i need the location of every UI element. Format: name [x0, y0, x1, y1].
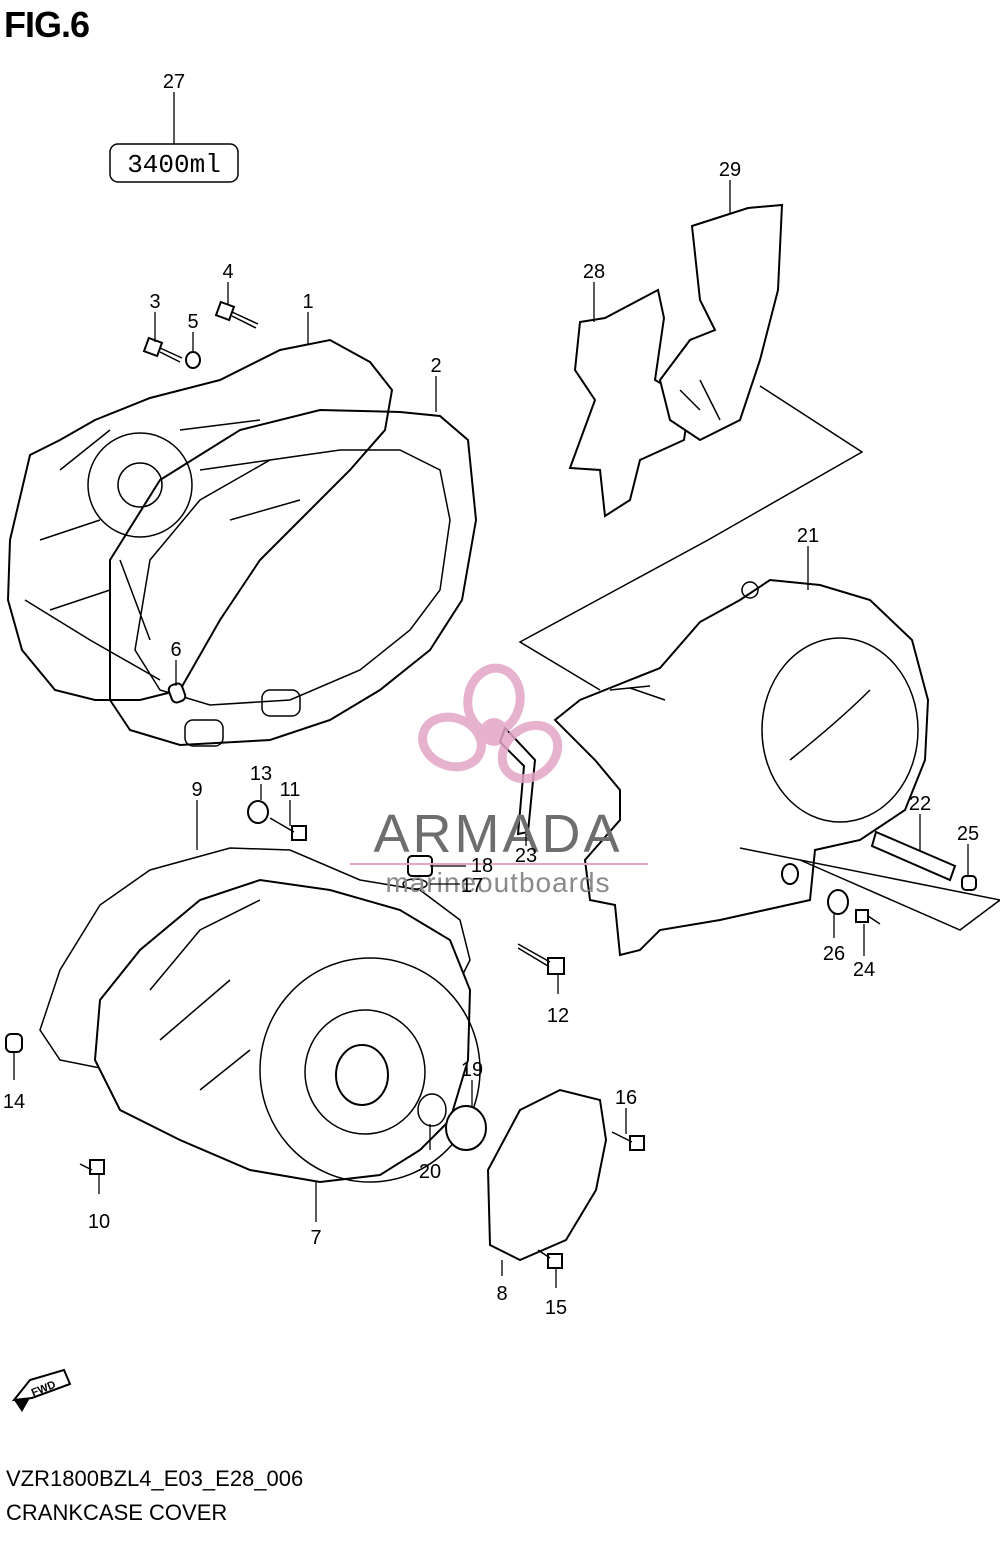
callout-14: 14: [3, 1091, 25, 1113]
model-code: VZR1800BZL4_E03_E28_006: [6, 1466, 304, 1491]
bolt-16: [611, 1131, 645, 1151]
diagram-caption: CRANKCASE COVER: [6, 1500, 228, 1525]
bolt-15: [537, 1249, 563, 1269]
callout-16: 16: [615, 1087, 637, 1109]
callout-10: 10: [88, 1211, 110, 1233]
crankcase-cover-7: [93, 878, 481, 1184]
nut-25: [961, 875, 977, 891]
cover-28: [568, 288, 692, 518]
callout-28: 28: [583, 261, 605, 283]
callout-11: 11: [280, 779, 301, 801]
bolt-12: [517, 943, 565, 975]
grommet-right: [781, 863, 799, 885]
watermark-brand: ARMADA: [373, 804, 622, 864]
callout-9: 9: [191, 779, 202, 801]
dowel-6: [167, 682, 187, 704]
callout-13: 13: [250, 763, 272, 785]
spacer-22: [870, 830, 957, 882]
grommet-26: [827, 889, 849, 915]
callout-23: 23: [515, 845, 537, 867]
callout-8: 8: [496, 1283, 507, 1305]
callout-17: 17: [461, 875, 483, 897]
o-ring-17: [402, 878, 428, 890]
bolt-24: [855, 909, 881, 925]
bolt-4: [214, 300, 259, 329]
bolt-3: [142, 336, 183, 363]
propeller-logo-icon: [418, 663, 563, 784]
watermark: ARMADA marineoutboards: [350, 663, 648, 898]
callout-25: 25: [957, 823, 979, 845]
callout-27: 27: [163, 71, 185, 93]
washer-13: [247, 800, 269, 824]
callout-20: 20: [419, 1161, 441, 1183]
cover-29: [658, 203, 784, 442]
callout-3: 3: [149, 291, 160, 313]
callout-26: 26: [823, 943, 845, 965]
callout-15: 15: [545, 1297, 567, 1319]
callout-29: 29: [719, 159, 741, 181]
callout-2: 2: [430, 355, 441, 377]
cover-21: [553, 578, 930, 957]
callout-24: 24: [853, 959, 875, 981]
callout-5: 5: [187, 311, 198, 333]
callout-7: 7: [310, 1227, 321, 1249]
callout-4: 4: [222, 261, 233, 283]
cap-19: [445, 1105, 487, 1151]
sealant-box: 3400ml: [109, 92, 239, 183]
bolt-10: [79, 1159, 105, 1175]
leader-lines: [13, 180, 969, 1288]
callout-22: 22: [909, 793, 931, 815]
callout-21: 21: [797, 525, 819, 547]
callout-numbers: 1 2 3 4 5 6 7 8 9 10 11 12 13 14 15 16 1…: [3, 71, 979, 1319]
callout-1: 1: [302, 291, 313, 313]
dowel-14: [5, 1033, 23, 1053]
sealant-box-text: 3400ml: [127, 150, 221, 180]
washer-5: [185, 351, 201, 369]
cover-8: [486, 1088, 608, 1262]
o-ring-20: [417, 1093, 447, 1127]
fwd-arrow-icon: FWD: [11, 1368, 72, 1412]
figure-title: FIG.6: [4, 4, 90, 45]
bolt-11: [269, 817, 307, 841]
callout-12: 12: [547, 1005, 569, 1027]
callout-19: 19: [461, 1059, 483, 1081]
crankcase-cover-inner: [6, 338, 394, 701]
callout-6: 6: [170, 639, 181, 661]
watermark-tagline: marineoutboards: [385, 867, 610, 898]
callout-18: 18: [471, 855, 493, 877]
gasket: [109, 408, 478, 747]
